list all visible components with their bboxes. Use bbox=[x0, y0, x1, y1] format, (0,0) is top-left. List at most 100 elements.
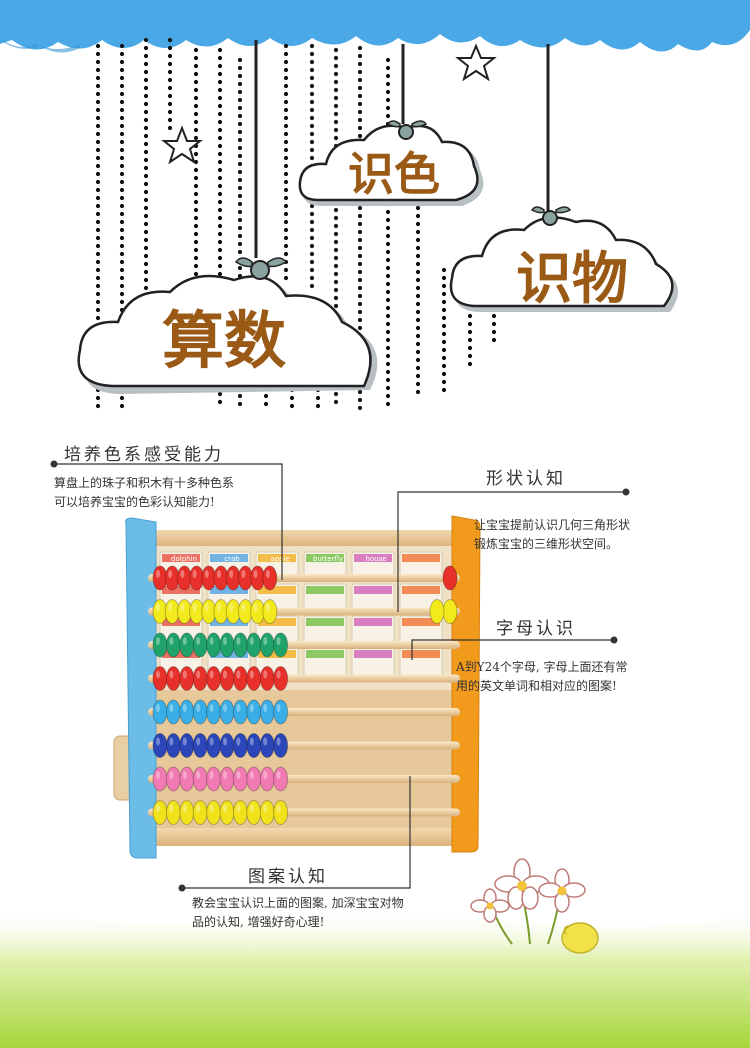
dot bbox=[309, 43, 315, 49]
dot bbox=[357, 221, 363, 227]
dot bbox=[143, 133, 149, 139]
dot bbox=[119, 155, 125, 161]
bead-highlight bbox=[249, 771, 254, 779]
abacus-bead bbox=[152, 766, 168, 792]
dot bbox=[217, 55, 223, 61]
dot bbox=[193, 223, 199, 229]
dot bbox=[283, 203, 289, 209]
dot bbox=[385, 305, 391, 311]
abacus-bead bbox=[273, 699, 289, 725]
dot bbox=[237, 129, 243, 135]
dot bbox=[119, 163, 125, 169]
dot bbox=[309, 131, 315, 137]
bead-highlight bbox=[182, 637, 187, 645]
dot bbox=[441, 323, 447, 329]
dot bbox=[143, 69, 149, 75]
dot bbox=[193, 271, 199, 277]
dot bbox=[491, 337, 497, 343]
dot bbox=[95, 403, 101, 409]
dot bbox=[193, 79, 199, 85]
dot bbox=[491, 321, 497, 327]
abacus-bead bbox=[179, 800, 195, 825]
dot bbox=[143, 141, 149, 147]
letter-block-band bbox=[354, 650, 392, 658]
dot bbox=[143, 189, 149, 195]
dot bbox=[333, 55, 339, 61]
dot bbox=[143, 149, 149, 155]
dot bbox=[95, 83, 101, 89]
dot bbox=[119, 403, 125, 409]
solid-strings bbox=[254, 40, 550, 258]
bead-highlight bbox=[263, 737, 268, 746]
abacus-bead bbox=[259, 666, 275, 691]
bead-highlight bbox=[196, 670, 201, 679]
dot bbox=[237, 225, 243, 231]
dot bbox=[143, 245, 149, 251]
dot bbox=[193, 71, 199, 77]
dot bbox=[441, 307, 447, 313]
bead-highlight bbox=[182, 737, 187, 746]
dot bbox=[217, 159, 223, 165]
dot bbox=[237, 97, 243, 103]
bead-highlight bbox=[263, 670, 268, 679]
bead-highlight bbox=[182, 771, 187, 779]
dot bbox=[357, 301, 363, 307]
dot bbox=[315, 395, 321, 401]
dot bbox=[385, 81, 391, 87]
dot bbox=[441, 347, 447, 353]
dot bbox=[333, 303, 339, 309]
dot bbox=[357, 253, 363, 259]
bead-highlight bbox=[192, 570, 197, 578]
bead-highlight bbox=[196, 804, 201, 813]
dot bbox=[143, 285, 149, 291]
dot bbox=[441, 283, 447, 289]
dot bbox=[119, 187, 125, 193]
dot bbox=[119, 115, 125, 121]
dot bbox=[333, 239, 339, 245]
leader-lines bbox=[50, 460, 630, 892]
dot bbox=[143, 269, 149, 275]
block-word: butterfly bbox=[313, 555, 343, 563]
dot bbox=[237, 193, 243, 199]
dot bbox=[217, 119, 223, 125]
cloud-label: 识色 bbox=[348, 147, 440, 201]
dot bbox=[217, 255, 223, 261]
dot bbox=[283, 107, 289, 113]
dot bbox=[119, 67, 125, 73]
dot bbox=[385, 281, 391, 287]
dot bbox=[289, 403, 295, 409]
dot bbox=[193, 263, 199, 269]
dot bbox=[283, 275, 289, 281]
dot bbox=[217, 151, 223, 157]
dot bbox=[95, 131, 101, 137]
bead-highlight bbox=[156, 637, 160, 645]
dot bbox=[237, 73, 243, 79]
dot bbox=[119, 59, 125, 65]
dot bbox=[357, 133, 363, 139]
annotation-text-color: 算盘上的珠子和积木有十多种色系 可以培养宝宝的色彩认知能力! bbox=[54, 474, 234, 512]
dot bbox=[119, 251, 125, 257]
bead-highlight bbox=[169, 637, 174, 645]
dot bbox=[357, 237, 363, 243]
bead-highlight bbox=[168, 603, 173, 612]
dot bbox=[95, 219, 101, 225]
dot bbox=[309, 267, 315, 273]
bead-highlight bbox=[236, 737, 241, 746]
dot bbox=[119, 75, 125, 81]
dot bbox=[467, 321, 473, 327]
dot bbox=[333, 279, 339, 285]
bead-highlight bbox=[209, 804, 214, 813]
dot bbox=[309, 251, 315, 257]
dot bbox=[95, 235, 101, 241]
dot bbox=[385, 257, 391, 263]
dot bbox=[95, 179, 101, 185]
dot bbox=[385, 297, 391, 303]
dot bbox=[95, 299, 101, 305]
letter-block-band bbox=[354, 554, 392, 562]
dot bbox=[95, 75, 101, 81]
dot bbox=[217, 143, 223, 149]
dot bbox=[283, 211, 289, 217]
abacus-bead bbox=[165, 766, 181, 792]
dot bbox=[237, 57, 243, 63]
dot bbox=[119, 243, 125, 249]
